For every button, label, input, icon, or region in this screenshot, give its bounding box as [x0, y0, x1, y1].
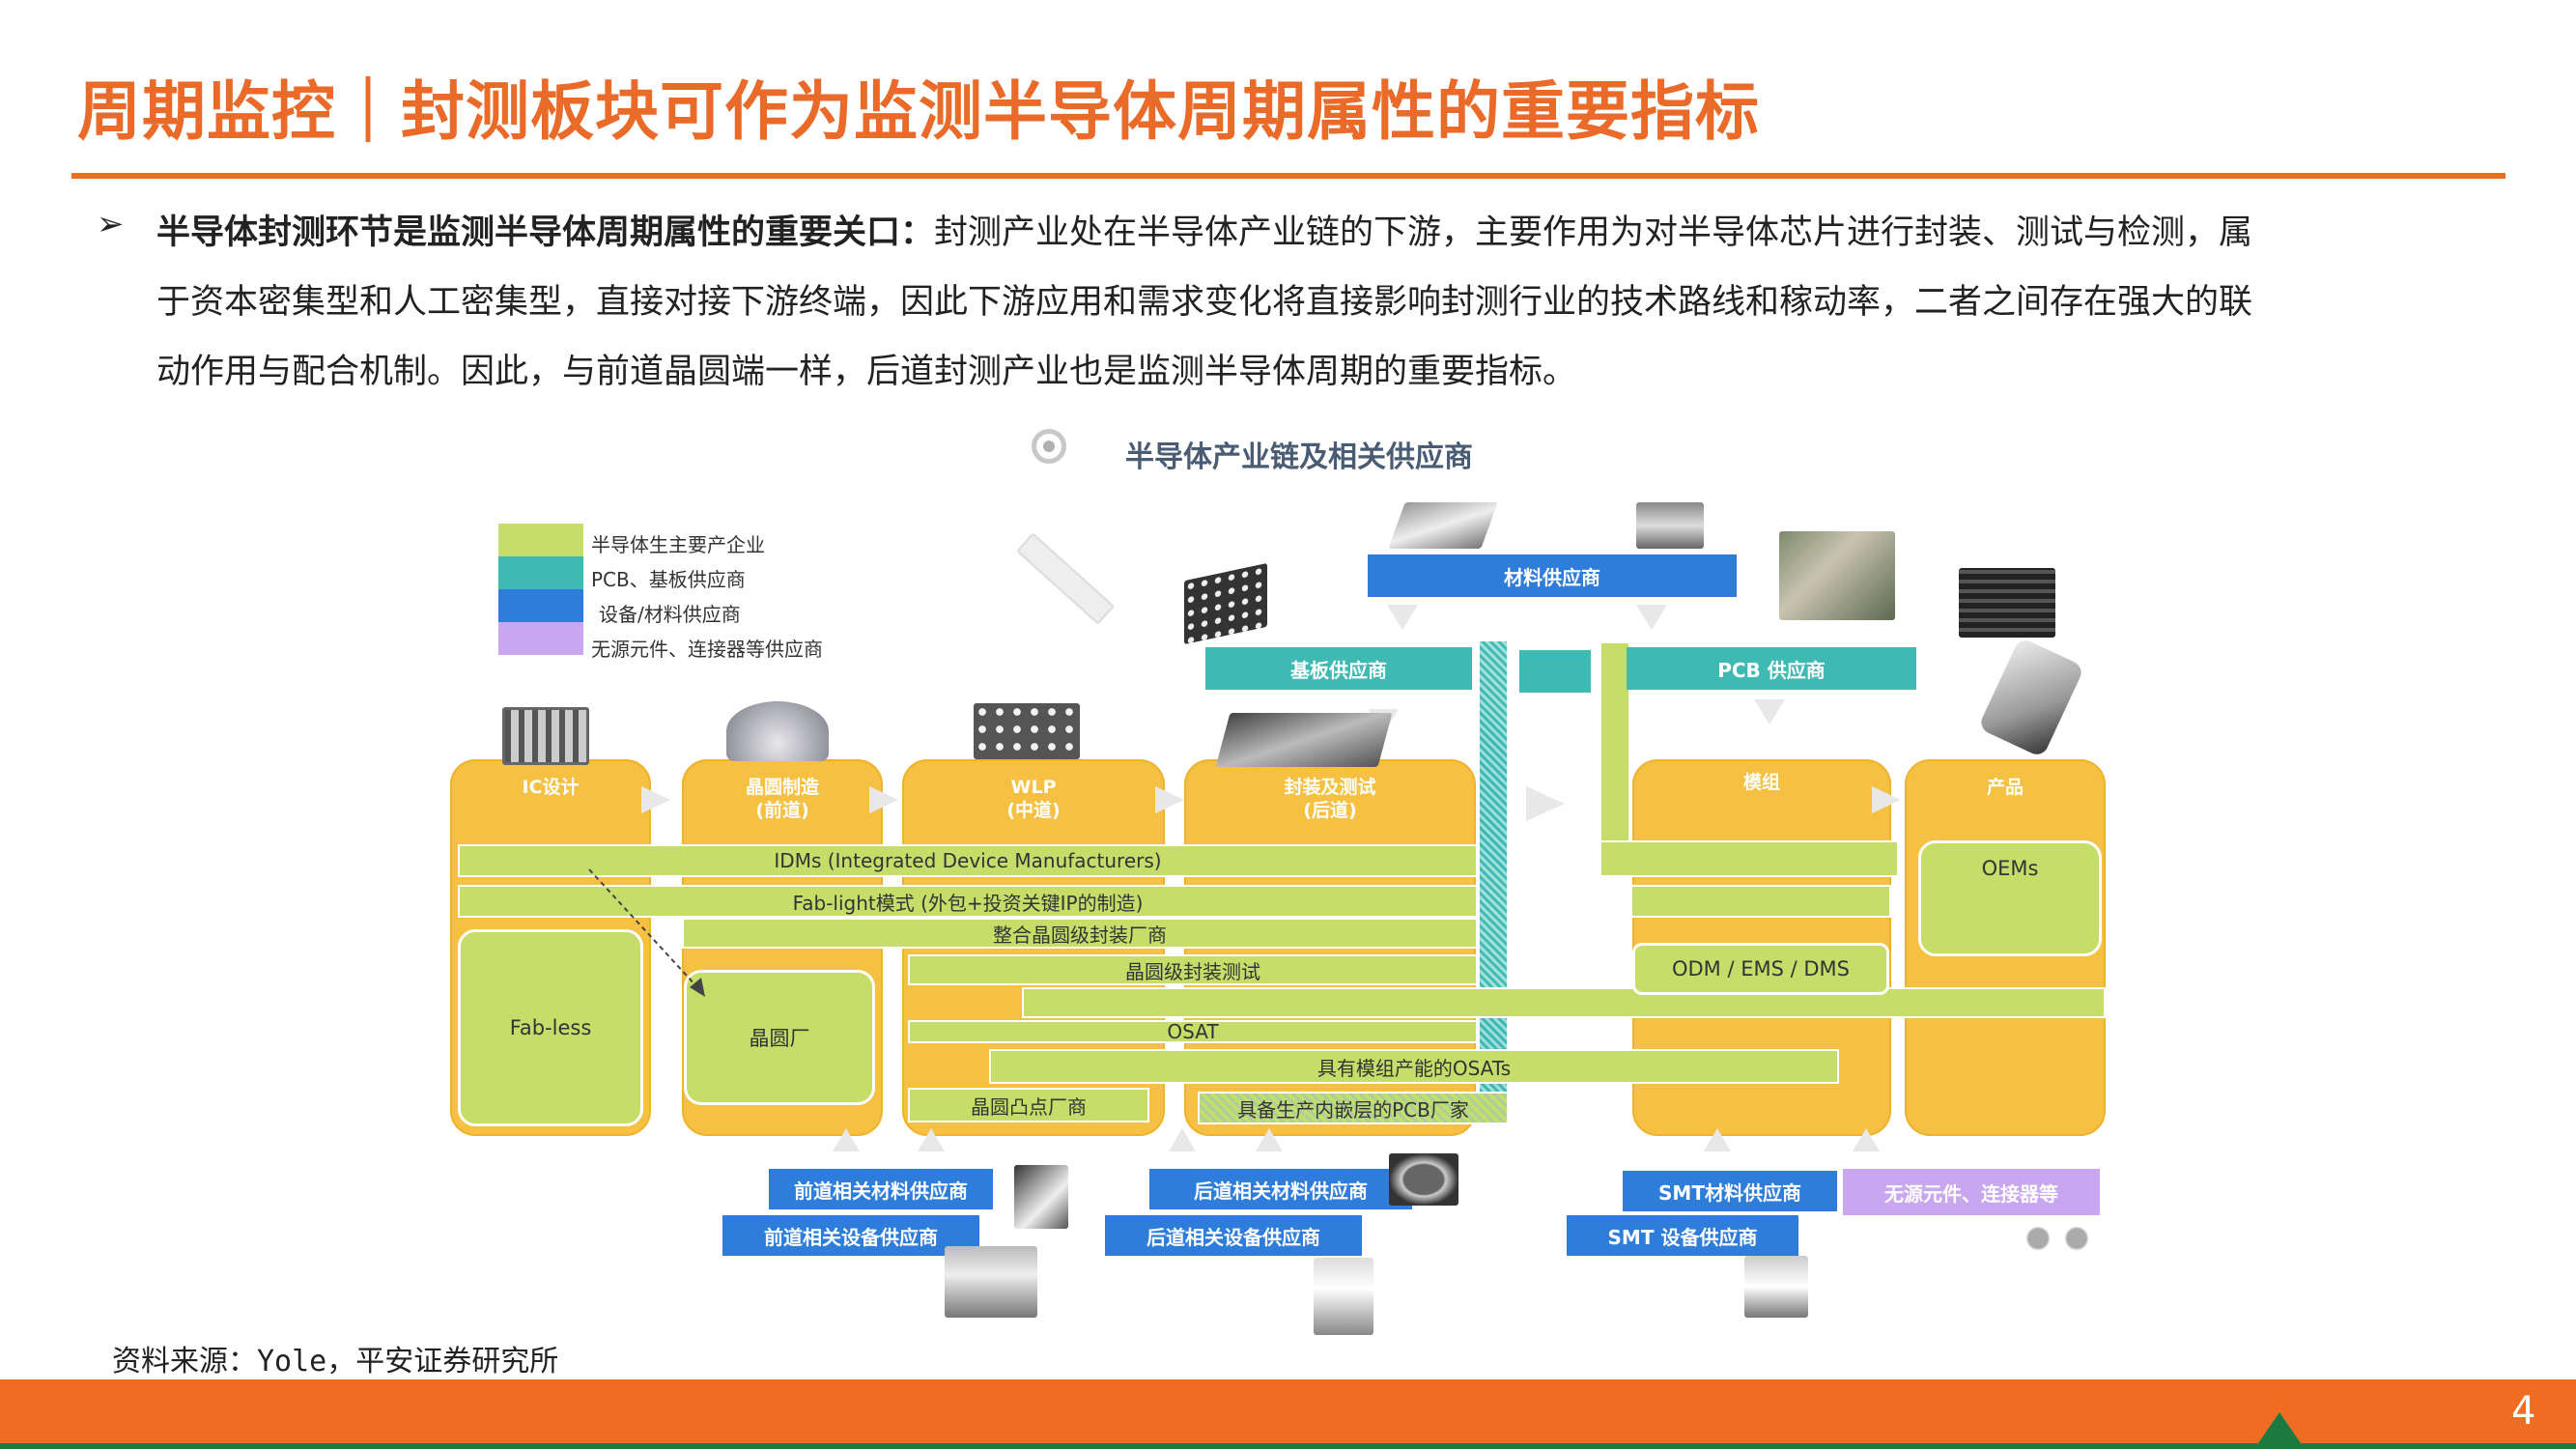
- page-number: 4: [2511, 1389, 2536, 1434]
- up-arrow-icon: [833, 1128, 860, 1151]
- legend-swatch-purple: [498, 622, 583, 655]
- figure-target-icon: [1032, 429, 1066, 464]
- down-arrow-icon: [1636, 605, 1667, 630]
- bullet-heading: 半导体封测环节是监测半导体周期属性的重要关口：: [156, 213, 935, 252]
- legend-label: 半导体生主要产企业: [591, 533, 765, 556]
- company-logo-icon: [2258, 1412, 2301, 1443]
- industry-chain-diagram: 半导体生主要产企业 PCB、基板供应商 设备/材料供应商 无源元件、连接器等供应…: [450, 502, 2106, 1335]
- source-note: 资料来源：Yole，平安证券研究所: [112, 1345, 559, 1378]
- pcb-hatched-band: [1480, 641, 1507, 1124]
- body-paragraph: 半导体封测环节是监测半导体周期属性的重要关口：封测产业处在半导体产业链的下游，主…: [156, 198, 2504, 407]
- supplier-back-material: 后道相关材料供应商: [1149, 1169, 1412, 1209]
- legend-label: 设备/材料供应商: [599, 603, 741, 626]
- bar-idm: IDMs (Integrated Device Manufacturers): [458, 844, 1478, 877]
- box-foundry: 晶圆厂: [684, 970, 875, 1105]
- supplier-smt-material: SMT材料供应商: [1623, 1171, 1837, 1211]
- bullet-line-2: 于资本密集型和人工密集型，直接对接下游终端，因此下游应用和需求变化将直接影响封测…: [156, 283, 2253, 322]
- module-photo: [1959, 568, 2055, 638]
- back-equipment-photo: [1314, 1258, 1373, 1335]
- supplier-back-equipment: 后道相关设备供应商: [1105, 1215, 1362, 1256]
- box-odm: ODM / EMS / DMS: [1632, 943, 1889, 995]
- phone-photo: [1977, 637, 2085, 758]
- bar-pcb-embedded: 具备生产内嵌层的PCB厂家: [1198, 1092, 1509, 1124]
- supplier-substrate: 基板供应商: [1205, 647, 1472, 690]
- down-arrow-icon: [1387, 605, 1418, 630]
- bar-osat: OSAT: [908, 1020, 1478, 1043]
- stage-label-product: 产品: [1986, 777, 2024, 798]
- bidirectional-arrow-icon: [1516, 647, 1594, 696]
- supplier-passive: 无源元件、连接器等: [1843, 1169, 2100, 1215]
- front-material-photo: [1014, 1165, 1068, 1229]
- dashed-arrow-icon: [588, 868, 705, 997]
- figure-title: 半导体产业链及相关供应商: [1125, 440, 1473, 474]
- module-green-foot: [1599, 840, 1899, 877]
- supplier-front-material: 前道相关材料供应商: [769, 1169, 993, 1209]
- up-arrow-icon: [1853, 1128, 1880, 1151]
- bullet-line-1: 封测产业处在半导体产业链的下游，主要作用为对半导体芯片进行封装、测试与检测，属: [934, 213, 2253, 252]
- page-title: 周期监控｜封测板块可作为监测半导体周期属性的重要指标: [77, 73, 1760, 149]
- title-underline: [71, 173, 2505, 179]
- right-arrow-icon: [869, 786, 898, 813]
- footer-bar: [0, 1379, 2576, 1443]
- diagonal-arrow-icon: [1015, 532, 1116, 625]
- stage-label-pkg: 封装及测试 (后道): [1284, 777, 1376, 821]
- legend-label: PCB、基板供应商: [591, 568, 746, 591]
- stage-label-wafer: 晶圆制造 (前道): [745, 777, 819, 821]
- down-arrow-icon: [1754, 699, 1785, 724]
- legend-swatch-teal: [498, 556, 583, 589]
- right-arrow-icon: [1526, 786, 1565, 821]
- legend-swatch-blue: [498, 589, 583, 622]
- box-oems: OEMs: [1918, 840, 2102, 956]
- stage-label-ic: IC设计: [522, 777, 580, 798]
- ic-chip-photo: [502, 707, 589, 765]
- right-arrow-icon: [641, 786, 670, 813]
- pcb-board-photo: [1779, 531, 1895, 620]
- package-strip-photo: [1215, 713, 1393, 767]
- right-arrow-icon: [1155, 786, 1184, 813]
- bar-bump: 晶圆凸点厂商: [908, 1088, 1149, 1122]
- bullet-arrow-icon: ➢: [97, 205, 125, 243]
- material-sheet-photo: [1388, 502, 1498, 549]
- bar-osat-long: [1022, 987, 2106, 1018]
- passive-components-photo: [2019, 1219, 2096, 1258]
- module-green-column: [1599, 641, 1630, 877]
- front-equipment-photo: [945, 1246, 1037, 1318]
- stage-label-module: 模组: [1742, 772, 1780, 793]
- bullet-line-3: 动作用与配合机制。因此，与前道晶圆端一样，后道封测产业也是监测半导体周期的重要指…: [156, 353, 1577, 391]
- legend-label: 无源元件、连接器等供应商: [591, 638, 823, 661]
- box-fabless: Fab-less: [458, 929, 643, 1126]
- material-roll-photo: [1636, 502, 1704, 549]
- up-arrow-icon: [1704, 1128, 1731, 1151]
- up-arrow-icon: [1256, 1128, 1283, 1151]
- wlp-bumps-photo: [974, 703, 1080, 759]
- up-arrow-icon: [918, 1128, 945, 1151]
- bar-wlp-test: 晶圆级封装测试: [908, 954, 1478, 985]
- wafer-photo: [726, 701, 829, 761]
- bar-integrated-wlp: 整合晶圆级封装厂商: [682, 918, 1478, 949]
- smt-equipment-photo: [1744, 1256, 1808, 1318]
- supplier-smt-equipment: SMT 设备供应商: [1567, 1215, 1798, 1256]
- legend-swatch-green: [498, 524, 583, 556]
- bar-fab-light-right: [1630, 885, 1891, 918]
- up-arrow-icon: [1169, 1128, 1196, 1151]
- bar-osat-module: 具有模组产能的OSATs: [989, 1049, 1839, 1084]
- supplier-front-equipment: 前道相关设备供应商: [722, 1215, 979, 1256]
- footer-green-line: [0, 1443, 2576, 1449]
- supplier-pcb: PCB 供应商: [1627, 647, 1916, 690]
- bar-fab-light: Fab-light模式 (外包+投资关键IP的制造): [458, 885, 1478, 918]
- right-arrow-icon: [1872, 786, 1901, 813]
- stage-label-wlp: WLP (中道): [1006, 777, 1061, 821]
- supplier-material: 材料供应商: [1368, 554, 1737, 597]
- back-material-photo: [1389, 1153, 1458, 1206]
- substrate-photo: [1184, 562, 1267, 645]
